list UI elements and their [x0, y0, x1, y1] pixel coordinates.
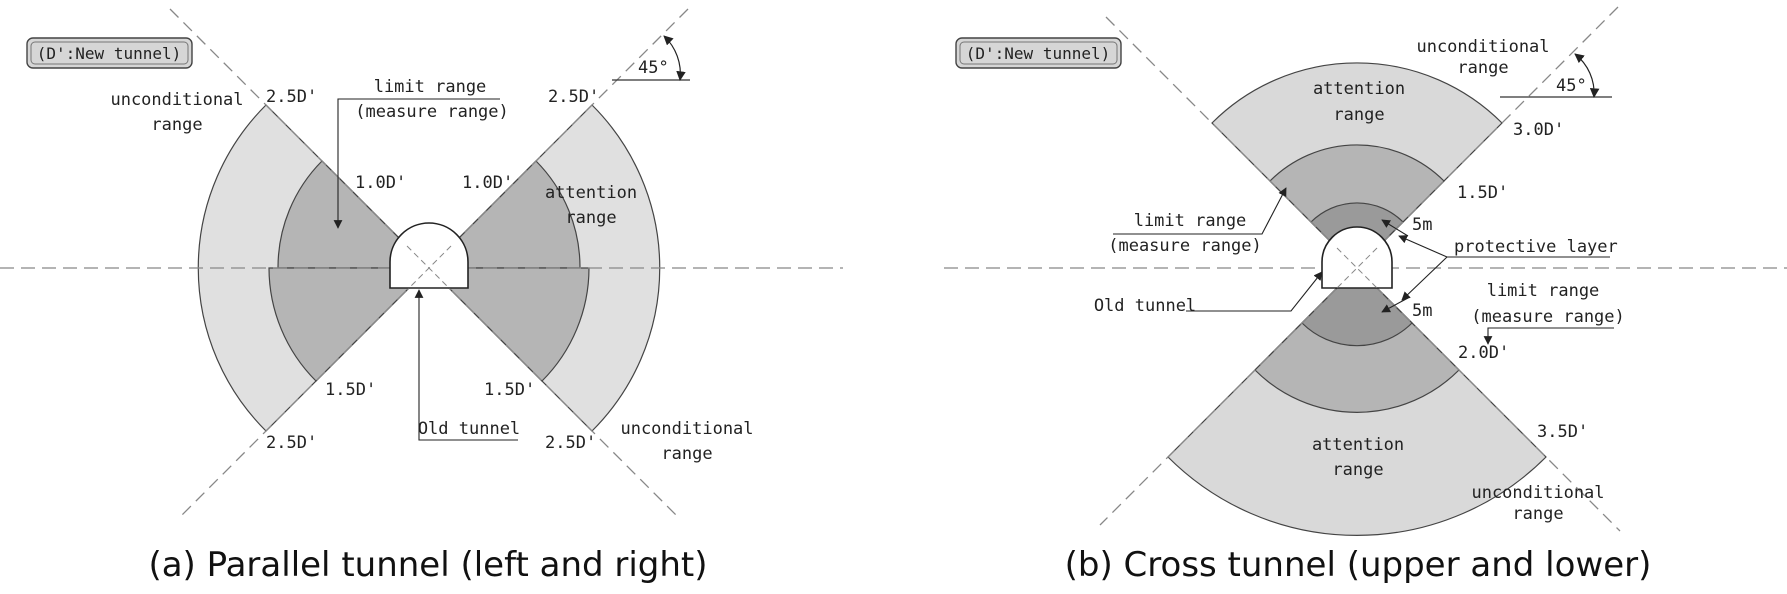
leader-5m-top-b	[1381, 219, 1409, 237]
dim-1-0d-left: 1.0D'	[355, 173, 406, 193]
attention-range-label-top-b-2: range	[1333, 105, 1384, 125]
limit-range-label-top-b-2: (measure range)	[1108, 236, 1262, 256]
attention-range-label-a-2: range	[565, 208, 616, 228]
angle-label-b: 45°	[1556, 76, 1587, 96]
panel-b-cross-tunnel: (D':New tunnel) unconditional range atte…	[944, 6, 1787, 585]
limit-range-right-upper	[427, 160, 581, 269]
unconditional-range-label-bottom-a-2: range	[661, 444, 712, 464]
dim-5m-top: 5m	[1412, 215, 1432, 235]
limit-range-right-lower	[427, 267, 590, 382]
limit-range-label-bottom-b: limit range	[1487, 281, 1600, 301]
new-tunnel-badge-inner-a	[30, 41, 189, 65]
limit-range-label-top-b: limit range	[1134, 211, 1247, 231]
unconditional-range-label-bottom-b: unconditional	[1471, 483, 1604, 503]
angle-arc-b	[1574, 53, 1600, 98]
old-tunnel-shape-a	[389, 222, 469, 289]
dim-3-0d: 3.0D'	[1513, 120, 1564, 140]
protective-layer-label: protective layer	[1454, 237, 1618, 257]
dim-3-5d: 3.5D'	[1537, 422, 1588, 442]
dim-1-5d-left: 1.5D'	[325, 380, 376, 400]
old-tunnel-shape-b	[1321, 226, 1393, 289]
new-tunnel-badge-label-a: (D':New tunnel)	[37, 44, 182, 63]
unconditional-range-label-top-b: unconditional	[1416, 37, 1549, 57]
new-tunnel-badge-label-b: (D':New tunnel)	[966, 44, 1111, 63]
dim-2-5d-bottom-left: 2.5D'	[266, 433, 317, 453]
attention-range-label-top-b: attention	[1313, 79, 1405, 99]
unconditional-range-label-bottom-b-2: range	[1512, 504, 1563, 524]
leader-limit-range-a	[333, 98, 500, 229]
dim-5m-bottom: 5m	[1412, 301, 1432, 321]
limit-range-left-upper	[277, 160, 431, 269]
unconditional-range-label-bottom-a: unconditional	[620, 419, 753, 439]
leader-old-tunnel-a	[414, 289, 518, 441]
limit-range-label-a-2: (measure range)	[355, 102, 509, 122]
tunnel-cross-a-2	[406, 245, 452, 291]
dim-2-5d-top-right: 2.5D'	[548, 87, 599, 107]
unconditional-range-label-top-b-2: range	[1457, 58, 1508, 78]
protective-layer-lower	[1301, 267, 1413, 347]
limit-range-label-bottom-b-2: (measure range)	[1471, 307, 1625, 327]
dim-1-5d-b: 1.5D'	[1457, 183, 1508, 203]
attention-range-label-bottom-b: attention	[1312, 435, 1404, 455]
old-tunnel-label-a: Old tunnel	[418, 419, 520, 439]
angle-label-a: 45°	[638, 58, 669, 78]
unconditional-range-label-top-a-2: range	[151, 115, 202, 135]
new-tunnel-badge-b	[955, 37, 1122, 69]
dim-1-5d-right: 1.5D'	[484, 380, 535, 400]
unconditional-range-label-top-a: unconditional	[110, 90, 243, 110]
limit-range-left-lower	[268, 267, 431, 382]
dim-2-5d-top-left: 2.5D'	[266, 87, 317, 107]
leader-old-tunnel-b	[1186, 271, 1323, 312]
leader-limit-range-top-b	[1113, 187, 1287, 235]
panel-a-parallel-tunnel: (D':New tunnel) unconditional range limi…	[0, 8, 843, 585]
leader-protective-bottom-b	[1401, 256, 1448, 301]
attention-range-label-bottom-b-2: range	[1332, 460, 1383, 480]
dim-2-5d-bottom-right: 2.5D'	[545, 433, 596, 453]
old-tunnel-label-b: Old tunnel	[1094, 296, 1196, 316]
diagonal-line-a-2	[177, 8, 689, 520]
attention-range-label-a: attention	[545, 183, 637, 203]
angle-arc-a	[663, 35, 686, 81]
leader-limit-range-bottom-b	[1483, 327, 1614, 345]
caption-b: (b) Cross tunnel (upper and lower)	[1065, 545, 1652, 585]
dim-1-0d-right: 1.0D'	[462, 173, 513, 193]
dim-2-0d: 2.0D'	[1458, 343, 1509, 363]
leader-5m-bottom-b	[1381, 297, 1409, 313]
new-tunnel-badge-inner-b	[959, 41, 1118, 65]
limit-range-label-a: limit range	[374, 77, 487, 97]
new-tunnel-badge-a	[26, 37, 193, 69]
caption-a: (a) Parallel tunnel (left and right)	[148, 545, 707, 585]
diagonal-line-a-1	[169, 8, 681, 520]
